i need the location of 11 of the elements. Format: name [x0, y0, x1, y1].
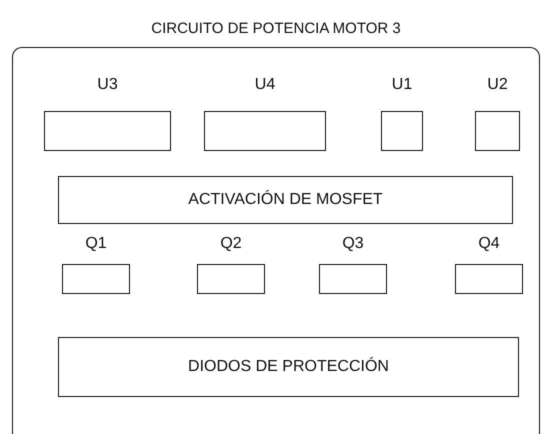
board-title: CIRCUITO DE POTENCIA MOTOR 3 [150, 20, 402, 37]
component-designator: Q1 [84, 235, 108, 253]
component-designator: Q2 [219, 235, 243, 253]
component-designator: U1 [390, 76, 414, 94]
block-box: DIODOS DE PROTECCIÓN [58, 337, 519, 397]
component-designator: Q4 [477, 235, 501, 253]
component-designator: U2 [486, 76, 509, 94]
component-designator: U3 [96, 76, 119, 94]
component-designator: Q3 [341, 235, 365, 253]
block-box: ACTIVACIÓN DE MOSFET [58, 176, 513, 224]
component-designator: U4 [254, 76, 276, 94]
